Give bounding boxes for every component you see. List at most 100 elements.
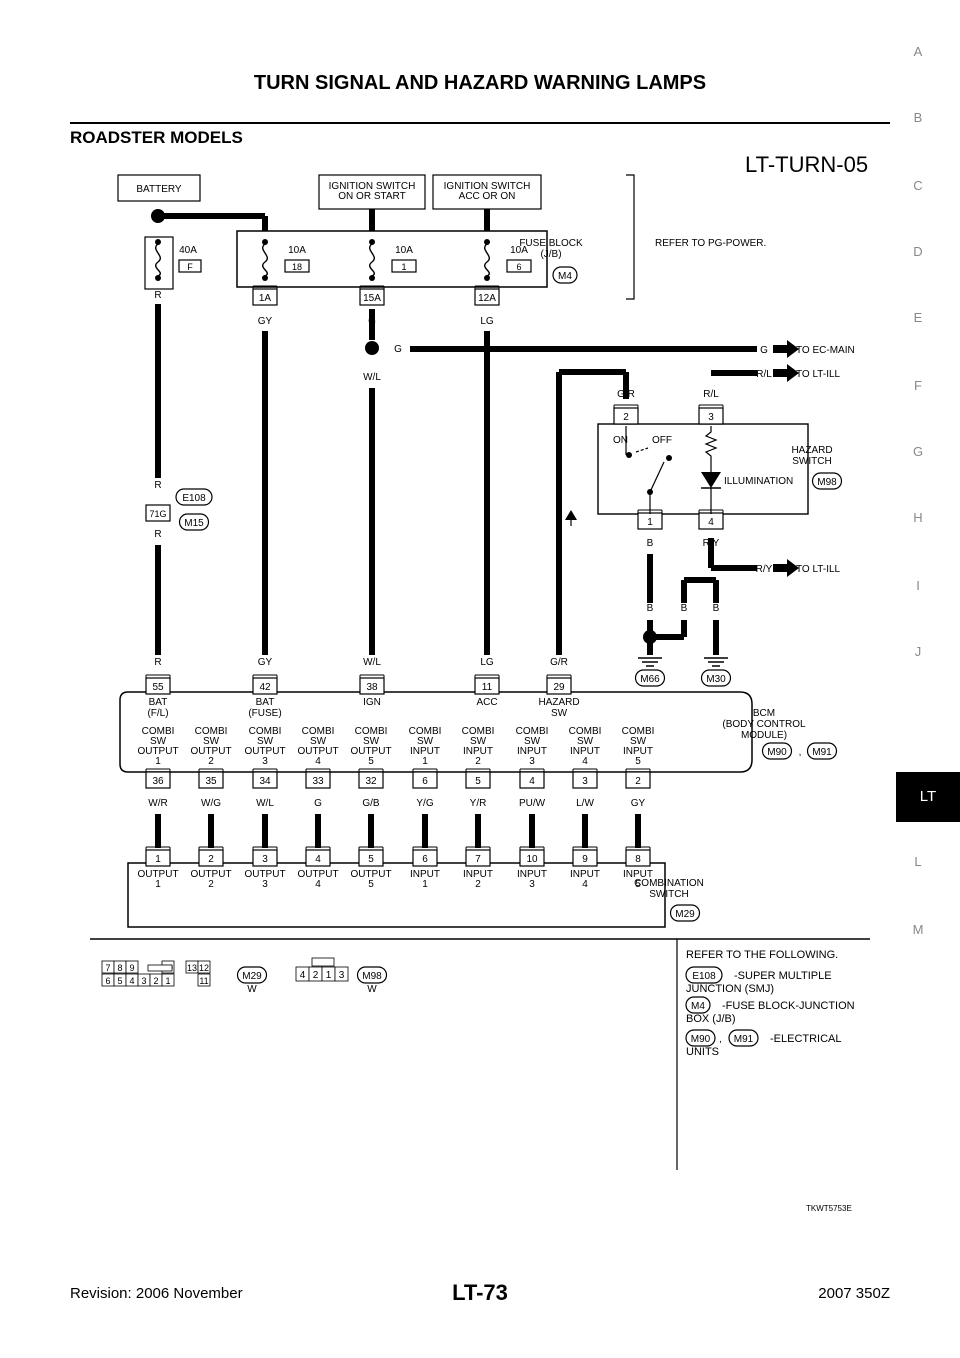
bcm-bottom-label-6: COMBI (462, 726, 495, 737)
ign-switch-on-start-label: ON OR START (338, 191, 405, 202)
g-splice (365, 341, 379, 355)
combi-label-4: OUTPUT (350, 869, 391, 880)
side-index-f[interactable]: F (914, 378, 922, 393)
fuse-18-amp: 10A (288, 245, 306, 256)
combi-label-9: 5 (635, 879, 641, 890)
bcm-pin-42-label: BAT (256, 697, 275, 708)
side-index-a[interactable]: A (913, 44, 923, 59)
m29-pin-b-3: 3 (141, 976, 146, 986)
bcm-connector-m91-label: M91 (812, 747, 832, 758)
fuse-18-num: 18 (292, 262, 302, 272)
bcm-pin-35-label: 35 (205, 776, 217, 787)
bcm-pin-33-label: 33 (312, 776, 324, 787)
m98-latch-icon (311, 957, 335, 967)
bcm-bottom-label-8: INPUT (570, 746, 600, 757)
refer-bracket (626, 174, 635, 300)
bcm-bottom-label-0: COMBI (142, 726, 175, 737)
side-index-e[interactable]: E (913, 310, 923, 325)
bcm-bottom-label-0: SW (150, 736, 167, 747)
switch-contact-on (626, 452, 632, 458)
m29-pin-b-5: 5 (117, 976, 122, 986)
illumination-label: ILLUMINATION (724, 476, 793, 487)
bcm-bottom-label-9: INPUT (623, 746, 653, 757)
bcm-pin-4 (519, 771, 545, 789)
side-index-d[interactable]: D (913, 244, 923, 259)
ign-switch-on-start-box (318, 174, 426, 210)
side-index-m[interactable]: M (912, 922, 924, 937)
reference-text-1-2: BOX (J/B) (686, 1013, 736, 1025)
harness-color-1: W/G (201, 798, 221, 809)
combi-pin-7-label: 7 (475, 854, 481, 865)
harness-color-3: G (314, 798, 322, 809)
side-index-j[interactable]: J (914, 644, 922, 659)
hazard-on-label: ON (613, 435, 628, 446)
smj-connector-e108 (175, 488, 213, 506)
bcm-bottom-label-7: SW (524, 736, 541, 747)
bcm-pin-3 (572, 771, 598, 789)
side-index-c[interactable]: C (913, 178, 923, 193)
bcm-pin-11-label: 11 (482, 682, 493, 693)
side-index-h[interactable]: H (913, 510, 923, 525)
side-index-lt[interactable]: LT (896, 772, 960, 822)
bcm-pin-38 (359, 677, 385, 695)
combi-pin-7 (465, 849, 491, 867)
combi-label-1: OUTPUT (190, 869, 231, 880)
side-index-g[interactable]: G (912, 444, 924, 459)
side-index-i[interactable]: I (916, 578, 920, 593)
section-title: ROADSTER MODELS (70, 128, 243, 147)
fuse-1-icon-b (369, 275, 375, 281)
connector-view-m29 (236, 966, 268, 984)
combi-label-7: INPUT (517, 869, 547, 880)
wire-color-g-3: G (760, 345, 768, 356)
combination-switch-name: SWITCH (649, 889, 688, 900)
refer-pg-power: REFER TO PG-POWER. (655, 238, 766, 249)
fusible-link-icon-t (155, 239, 161, 245)
m98-pin-2: 2 (313, 970, 319, 981)
wire-color-r-4: R (154, 657, 161, 668)
combi-pin-1-label: 1 (155, 854, 161, 865)
m98-pin-4: 4 (300, 970, 306, 981)
bcm-bottom-label-4: OUTPUT (350, 746, 391, 757)
combi-label-7: 3 (529, 879, 535, 890)
wire-color-gy-2: GY (258, 657, 273, 668)
m29-pin-12: 12 (199, 963, 209, 973)
bcm-bottom-label-5: INPUT (410, 746, 440, 757)
wire-color-rl: R/L (756, 369, 772, 380)
bcm-pin-38-label: IGN (363, 697, 381, 708)
reference-conn-M90-label: M90 (691, 1034, 711, 1045)
fuse-block-connector-label: M4 (558, 271, 572, 282)
bcm-pin-55 (145, 677, 171, 695)
ign-switch-acc-on-label: IGNITION SWITCH (444, 181, 531, 192)
smj-pin: 71G (149, 509, 166, 519)
harness-color-4: G/B (362, 798, 380, 809)
hazard-pin-3 (698, 407, 724, 425)
combi-label-5: INPUT (410, 869, 440, 880)
bcm-pin-11-label: ACC (476, 697, 497, 708)
connector-view-m98-color: W (367, 984, 377, 995)
bcm-bottom-label-1: OUTPUT (190, 746, 231, 757)
hazard-switch-connector (811, 472, 843, 490)
bcm-pin-36 (145, 771, 171, 789)
fuse-1-num-box (391, 259, 417, 273)
connector-view-m29-color: W (247, 984, 257, 995)
fuse-1-icon-t (369, 239, 375, 245)
bcm-pin-55-label: (F/L) (147, 708, 168, 719)
ign-switch-acc-on-label: ACC OR ON (459, 191, 516, 202)
wire-color-gr-2: G/R (550, 657, 568, 668)
wire-color-lg: LG (480, 316, 494, 327)
wire-color-rl-2: R/L (703, 389, 719, 400)
footer-model: 2007 350Z (818, 1285, 890, 1302)
combi-pin-6-label: 6 (422, 854, 428, 865)
bcm-bottom-label-2: COMBI (249, 726, 282, 737)
wire-color-r-3: R (154, 529, 161, 540)
wire-color-gr: G/R (617, 389, 635, 400)
side-index-b[interactable]: B (913, 110, 923, 125)
wire-color-b: B (647, 538, 654, 549)
hazard-pin-3-label: 3 (708, 412, 714, 423)
fuse-18-icon-b (262, 275, 268, 281)
m98-cavity-3 (334, 966, 349, 982)
side-index-l[interactable]: L (914, 854, 922, 869)
fuse-18-connector (252, 288, 278, 306)
bcm-bottom-label-9: COMBI (622, 726, 655, 737)
